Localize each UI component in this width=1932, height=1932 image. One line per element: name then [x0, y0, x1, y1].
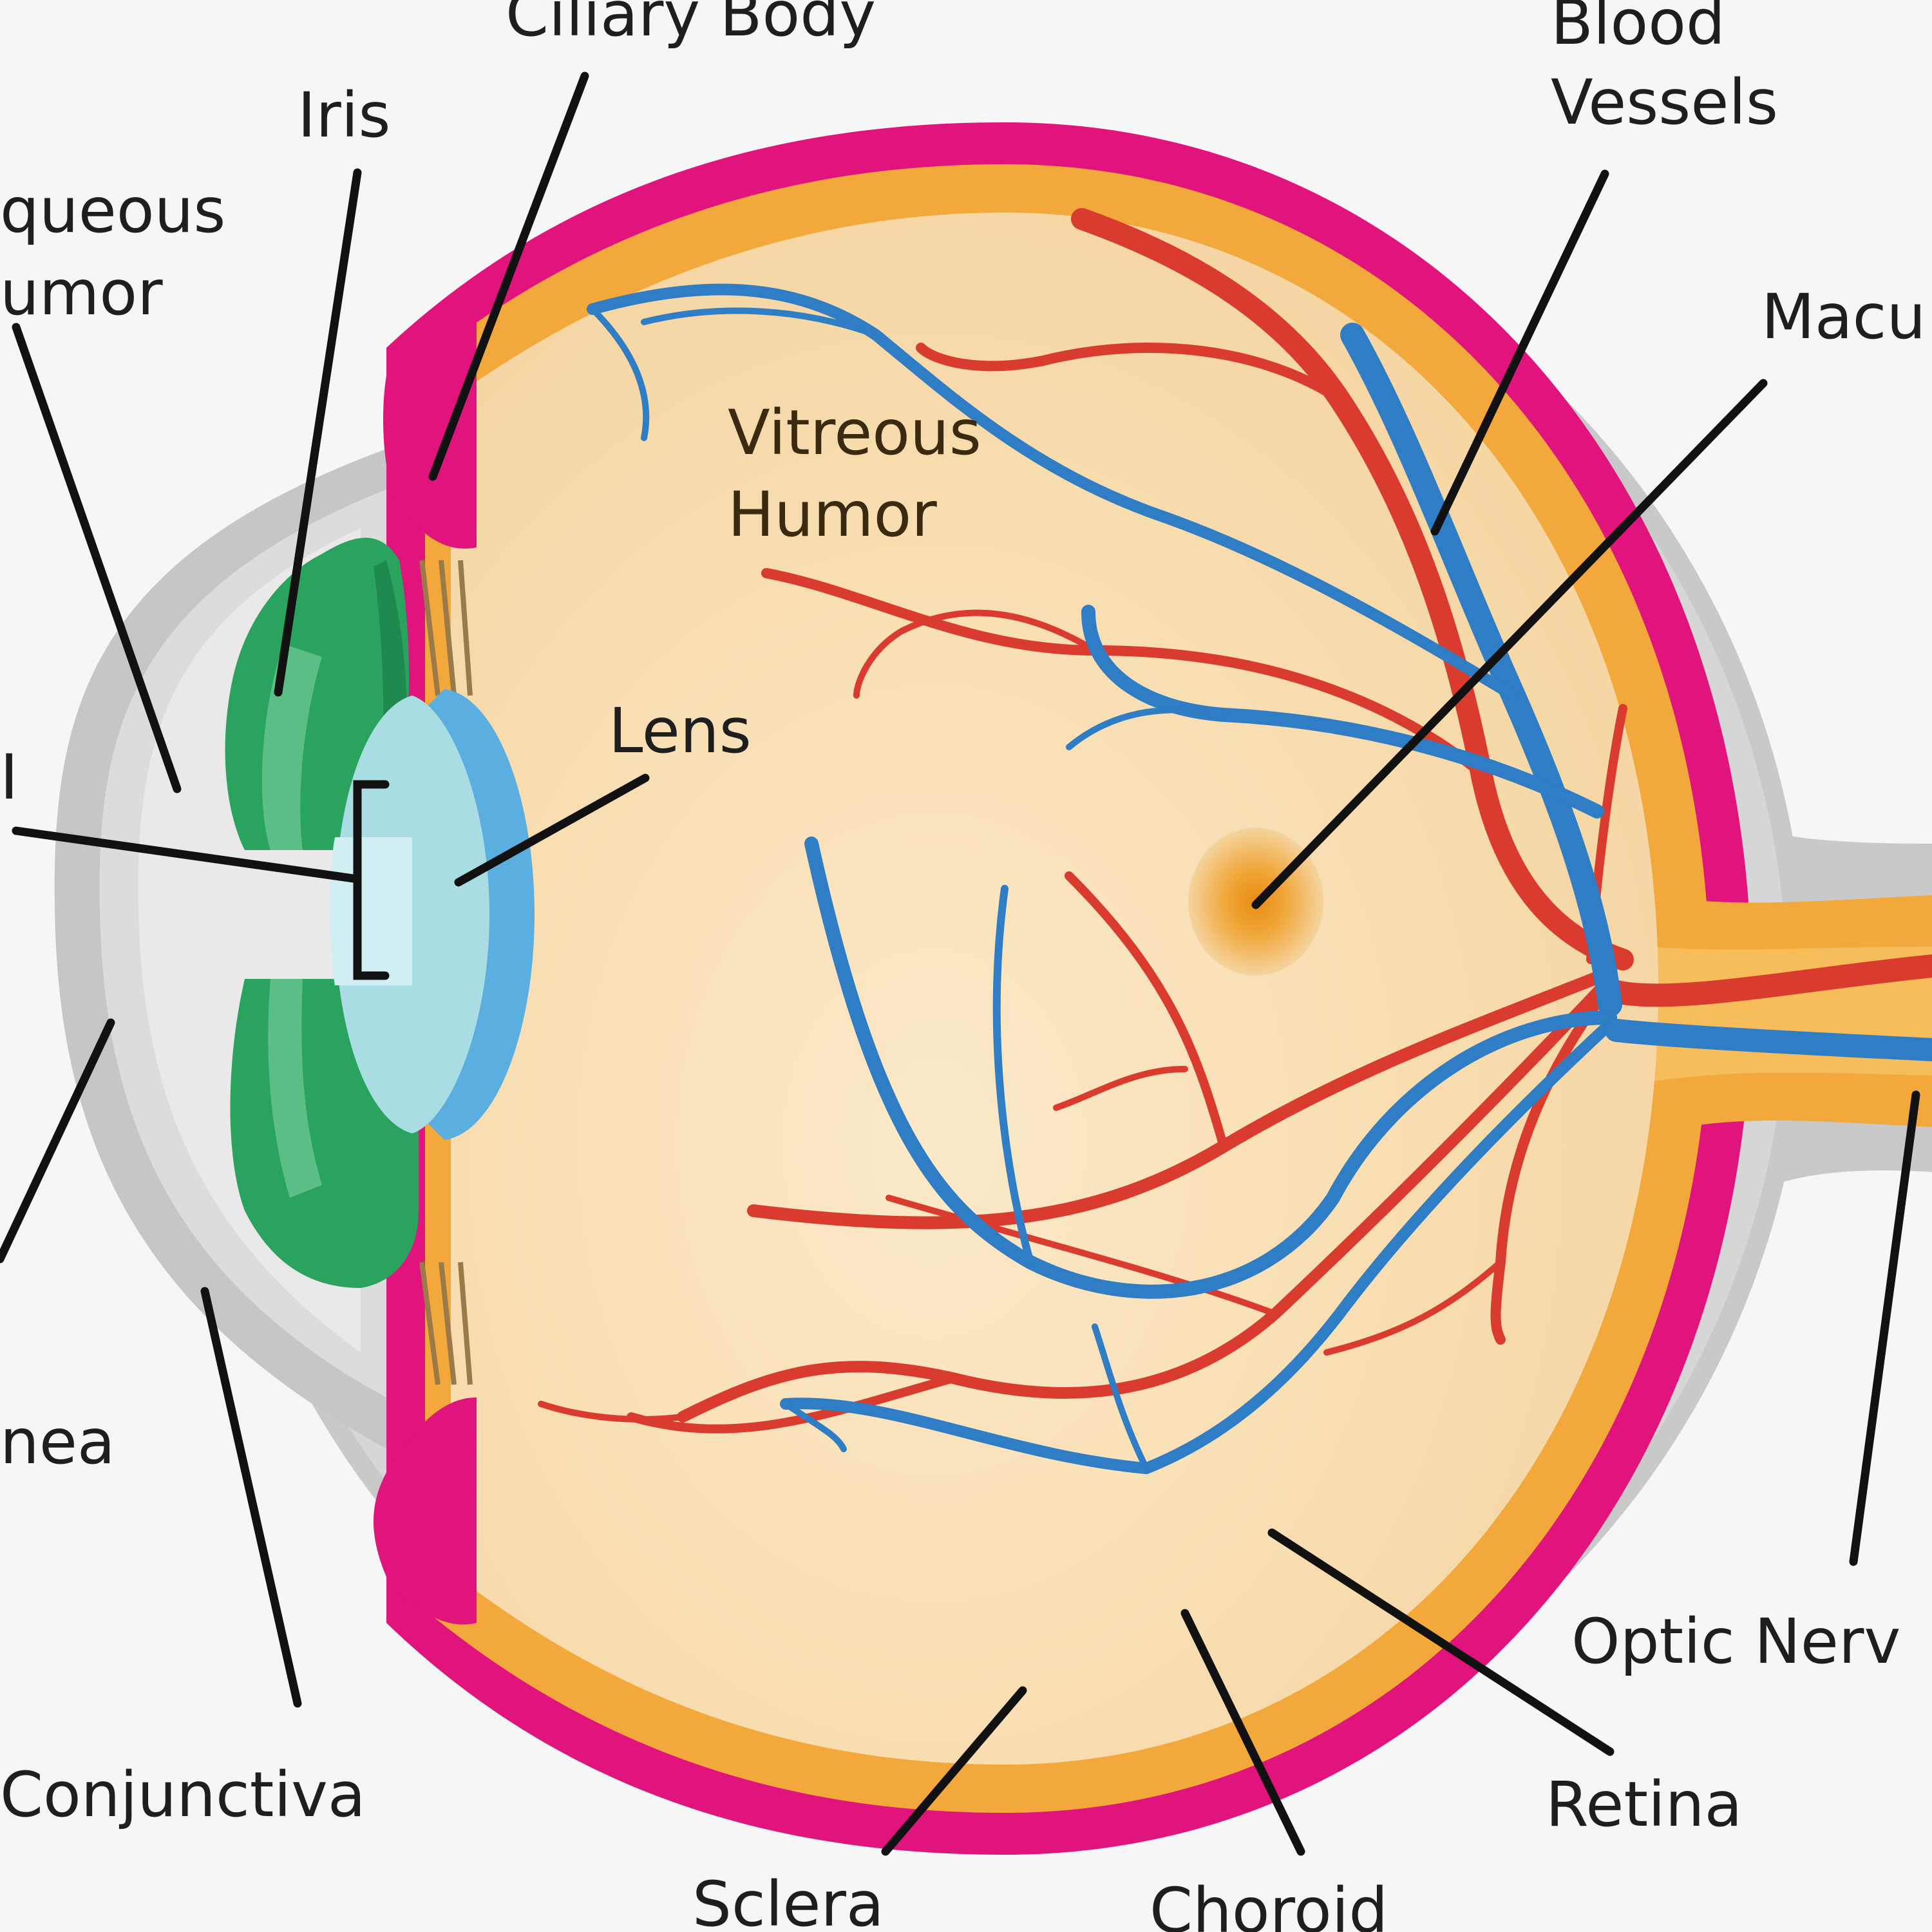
label-conjunctiva: Conjunctiva [0, 1759, 366, 1831]
label-optic-nerve: Optic Nerv [1571, 1605, 1900, 1678]
label-blood-vessels-line1: Blood [1551, 0, 1725, 59]
arteries [538, 208, 1932, 1434]
label-pupil: I [0, 741, 18, 813]
label-lens: Lens [609, 695, 752, 767]
pupil-opening [330, 837, 412, 985]
ciliary-body-upper [383, 319, 477, 549]
label-vitreous-humor-line1: Vitreous [728, 397, 981, 469]
label-aqueous-humor-line1: queous [0, 175, 225, 247]
label-ciliary-body: Ciliary Body [506, 0, 876, 50]
label-sclera: Sclera [692, 1868, 884, 1932]
iris-band [261, 644, 322, 1198]
label-blood-vessels-line2: Vessels [1551, 66, 1778, 138]
label-retina: Retina [1546, 1768, 1742, 1841]
label-choroid: Choroid [1150, 1875, 1388, 1932]
label-aqueous-humor-line2: umor [0, 257, 163, 329]
label-iris: Iris [298, 79, 390, 151]
leader-lines [0, 71, 1920, 1856]
label-macula: Macu [1761, 281, 1926, 353]
zonule-fibers [419, 560, 473, 1385]
ciliary-body-lower [374, 1397, 477, 1625]
label-cornea: nea [0, 1406, 115, 1478]
veins [587, 283, 1932, 1475]
label-vitreous-humor-line2: Humor [728, 478, 937, 551]
